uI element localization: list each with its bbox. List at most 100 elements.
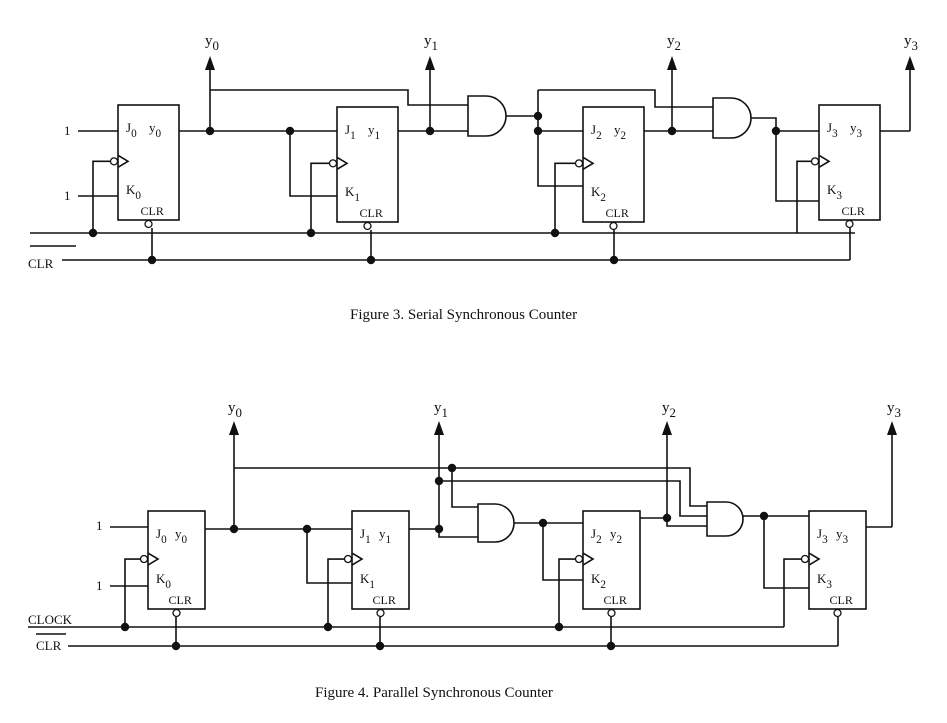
output-label-y0-main: y: [205, 33, 213, 49]
clr-bubble: [144, 219, 153, 229]
junction-dot: [554, 622, 564, 632]
k-input-label-sub: 2: [600, 579, 606, 591]
q-output-label: y3: [850, 120, 863, 140]
j-input-label-main: J: [360, 526, 365, 541]
input-one-j0: 1: [96, 518, 103, 533]
junction-dot: [147, 255, 157, 265]
clock-triangle: [336, 156, 349, 171]
q-output-label-sub: 1: [375, 130, 381, 142]
junction-dot: [375, 641, 385, 651]
y0-to-k1-wire: [289, 131, 337, 197]
y2-to-and2-wire: [666, 518, 707, 527]
q-output-label-main: y: [836, 526, 843, 541]
input-one-j0-main: 1: [64, 123, 71, 138]
clock-triangle: [582, 552, 595, 566]
and-gate-2: [706, 501, 744, 537]
flipflop-body: [336, 106, 399, 223]
y0-to-and1-wire: [234, 467, 478, 508]
clock-triangle: [351, 552, 364, 566]
output-label-y1: y1: [434, 400, 448, 420]
k-input-label: K2: [591, 571, 606, 591]
j-input-label-sub: 2: [596, 534, 602, 546]
q-output-label-main: y: [379, 526, 386, 541]
j-input-label: J0: [126, 120, 137, 140]
clock-inversion-bubble: [574, 159, 584, 168]
clr-pin-label: CLR: [830, 593, 853, 607]
y1-arrow-arrowhead: [434, 421, 444, 435]
k-input-label-main: K: [360, 571, 370, 586]
q-output-label: y1: [368, 122, 380, 142]
clock-inversion-bubble: [343, 554, 353, 564]
output-label-y0: y0: [205, 33, 219, 53]
k-input-label-main: K: [817, 571, 827, 586]
output-label-y3: y3: [887, 400, 901, 420]
y0-arrow-arrowhead: [205, 56, 215, 70]
j-input-label: J0: [156, 526, 167, 546]
clock-tap-2: [554, 162, 575, 233]
clock-tap-3: [796, 160, 811, 233]
y1-to-and2-wire: [439, 480, 707, 517]
k-input-label-sub: 1: [354, 192, 360, 204]
junction-dot: [171, 641, 181, 651]
q-output-label-sub: 2: [621, 130, 627, 142]
k-input-label-main: K: [345, 184, 355, 199]
input-one-k0: 1: [96, 578, 103, 593]
clock-tap-1: [310, 162, 329, 233]
output-label-y3: y3: [904, 33, 918, 53]
junction-dot: [606, 641, 616, 651]
q-output-label-main: y: [175, 526, 182, 541]
clr-bubble: [363, 221, 372, 231]
junction-dot: [306, 228, 316, 238]
junction-dot: [609, 255, 619, 265]
and1-to-k2-wire: [537, 90, 583, 187]
k-input-label: K2: [591, 184, 606, 204]
figure-3-caption: Figure 3. Serial Synchronous Counter: [350, 307, 577, 323]
j-input-label-main: J: [156, 526, 161, 541]
q-output-label: y2: [614, 122, 626, 142]
clock-inversion-bubble: [800, 554, 810, 564]
q-output-label: y0: [175, 526, 188, 546]
and-gate-2: [712, 97, 752, 139]
y0-to-and1-wire: [210, 89, 468, 106]
output-label-y2-main: y: [667, 33, 675, 49]
k-input-label-sub: 3: [836, 190, 842, 202]
j-input-label-main: J: [591, 122, 596, 137]
j-input-label-main: J: [827, 120, 832, 135]
flipflop-body: [582, 106, 645, 223]
k-input-label-main: K: [591, 184, 601, 199]
q-output-label: y3: [836, 526, 849, 546]
k-input-label-sub: 1: [369, 579, 375, 591]
k-input-label: K0: [156, 571, 171, 591]
k-input-label-sub: 2: [600, 192, 606, 204]
clock-tap-0: [92, 160, 110, 233]
y1-to-and1-wire: [438, 529, 478, 538]
clr-input-label: CLR: [36, 638, 62, 653]
junction-dot: [120, 622, 130, 632]
k-input-label: K0: [126, 182, 141, 202]
q-output-label: y0: [149, 120, 162, 140]
j-input-label-sub: 1: [350, 130, 356, 142]
j-input-label: J2: [591, 526, 602, 546]
q-output-label-sub: 3: [857, 128, 863, 140]
y0-to-k1-wire: [306, 529, 352, 584]
input-one-k0-main: 1: [64, 188, 71, 203]
k-input-label: K3: [817, 571, 832, 591]
clr-pin-label: CLR: [373, 593, 396, 607]
and-gate-1: [467, 95, 507, 137]
y2-arrow-arrowhead: [662, 421, 672, 435]
q-output-label-sub: 0: [182, 534, 188, 546]
j-input-label: J2: [591, 122, 602, 142]
clr-pin-label: CLR: [169, 593, 192, 607]
junction-dot: [447, 463, 457, 473]
y1-arrow-arrowhead: [425, 56, 435, 70]
clock-inversion-bubble: [574, 554, 584, 564]
clock-triangle: [818, 154, 831, 169]
and-gate-1: [477, 503, 515, 543]
input-one-k0-main: 1: [96, 578, 103, 593]
j-input-label-sub: 3: [832, 128, 838, 140]
